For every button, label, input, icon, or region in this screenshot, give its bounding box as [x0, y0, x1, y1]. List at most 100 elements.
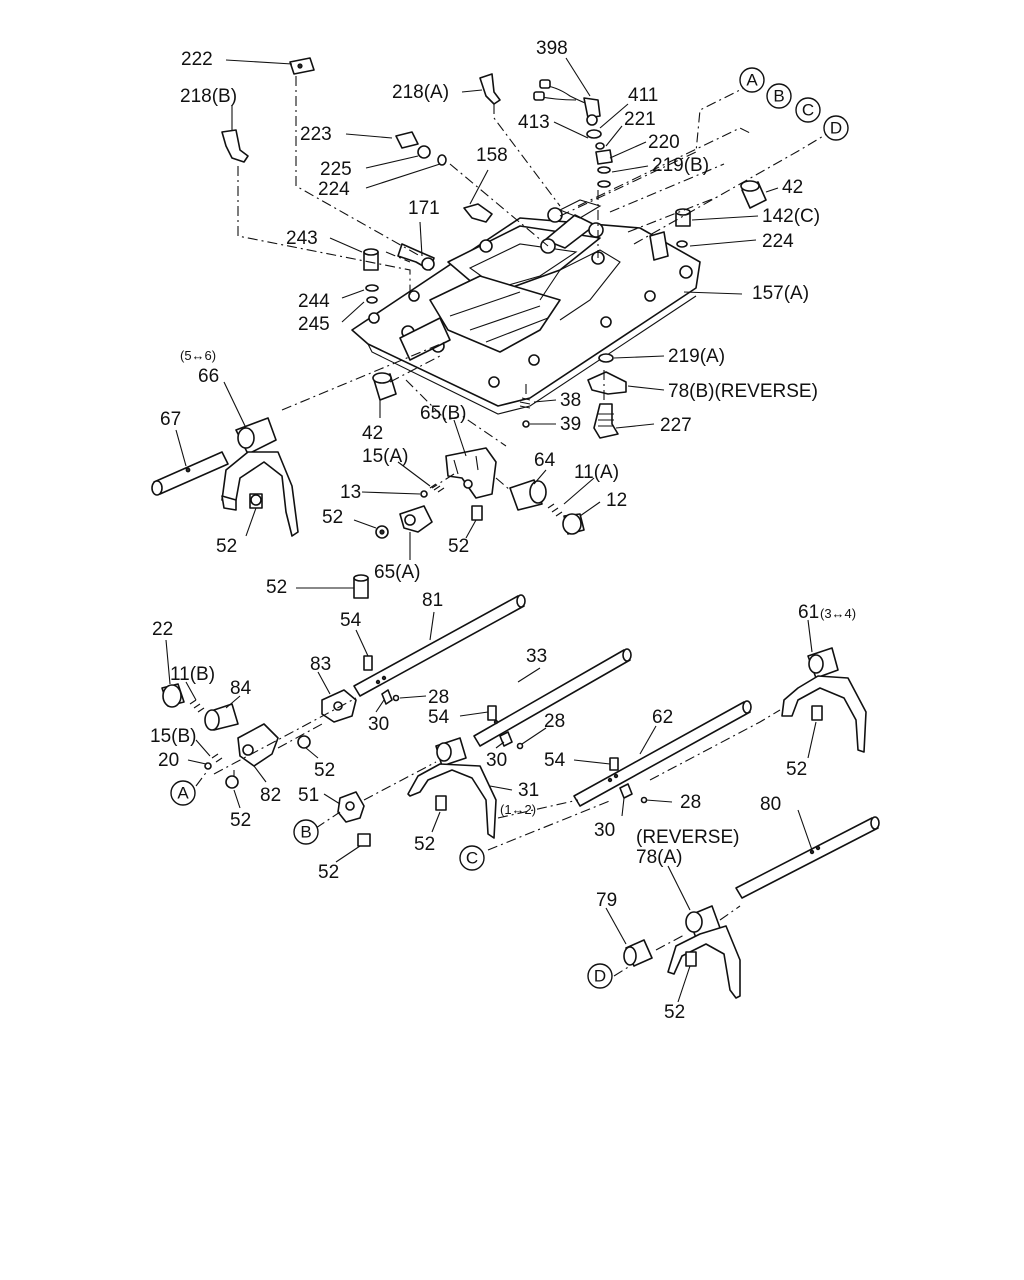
- label-28-b: 28: [544, 711, 565, 732]
- callout-d-bottom-text: D: [594, 967, 606, 986]
- pin-54-62: [609, 757, 619, 771]
- bracket-218a: [479, 73, 501, 105]
- callout-b-top-text: B: [773, 87, 784, 106]
- label-157a: 157(A): [752, 283, 809, 304]
- shift-fork-66: [221, 417, 299, 537]
- clip-158: [463, 203, 493, 223]
- label-39: 39: [560, 414, 581, 435]
- spring-ball-38-39: [519, 397, 531, 428]
- label-54-b: 54: [428, 707, 450, 728]
- label-54-a: 54: [340, 610, 362, 631]
- label-52-f: 52: [786, 759, 807, 780]
- plug-22: [161, 683, 185, 708]
- label-83: 83: [310, 654, 331, 675]
- label-11b: 11(B): [170, 664, 215, 685]
- reverse-lever-78b: [587, 371, 627, 395]
- bracket-65b: [445, 447, 497, 499]
- spring-15b-20: [204, 753, 223, 770]
- plunger-64: [509, 479, 547, 511]
- callout-b-bottom: B: [293, 819, 319, 845]
- label-218b: 218(B): [180, 86, 237, 107]
- label-223: 223: [300, 124, 332, 145]
- label-1-2: (1↔2): [500, 802, 536, 817]
- label-reverse: (REVERSE): [636, 827, 739, 848]
- label-38: 38: [560, 390, 581, 411]
- label-12: 12: [606, 490, 627, 511]
- label-52-h: 52: [414, 834, 435, 855]
- label-52-d: 52: [266, 577, 287, 598]
- label-225: 225: [320, 159, 352, 180]
- label-54-c: 54: [544, 750, 566, 771]
- label-52-a: 52: [322, 507, 343, 528]
- label-15b: 15(B): [150, 726, 196, 747]
- label-52-g: 52: [230, 810, 251, 831]
- label-84: 84: [230, 678, 252, 699]
- collar-79: [623, 939, 653, 967]
- label-33: 33: [526, 646, 547, 667]
- label-28-a: 28: [428, 687, 449, 708]
- shift-rod-67: [151, 451, 229, 496]
- label-20: 20: [158, 750, 179, 771]
- label-224-right: 224: [762, 231, 794, 252]
- callout-d-bottom: D: [587, 963, 613, 989]
- label-52-b: 52: [216, 536, 237, 557]
- spring-11b: [189, 699, 205, 713]
- block-83: [321, 689, 357, 723]
- block-82: [237, 723, 279, 767]
- label-220: 220: [648, 132, 680, 153]
- label-51: 51: [298, 785, 319, 806]
- label-64: 64: [534, 450, 556, 471]
- label-221: 221: [624, 109, 656, 130]
- bolt-52-82: [225, 775, 239, 789]
- shift-fork-61: [781, 647, 867, 753]
- shift-fork-31: [407, 737, 497, 839]
- label-61: 61: [798, 602, 819, 623]
- label-5-6: (5↔6): [180, 348, 216, 363]
- part-labels: 398 222 218(B) 218(A) 411 413 221 220 21…: [150, 38, 856, 1023]
- pin-54-81: [363, 655, 373, 671]
- label-244: 244: [298, 291, 330, 312]
- plug-142c: [675, 208, 691, 248]
- callout-a-bottom: A: [170, 780, 196, 806]
- callout-b-top: B: [766, 83, 792, 109]
- label-31: 31: [518, 780, 539, 801]
- pin-42-top: [740, 180, 767, 209]
- shift-rod-81: [353, 594, 526, 697]
- washer-219a: [598, 353, 614, 363]
- spring-11a: [547, 503, 563, 517]
- label-52-j: 52: [664, 1002, 685, 1023]
- label-65b: 65(B): [420, 403, 466, 424]
- spring-15a: [420, 483, 445, 498]
- label-65a: 65(A): [374, 562, 420, 583]
- label-82: 82: [260, 785, 281, 806]
- callout-a-bottom-text: A: [177, 784, 189, 803]
- label-28-c: 28: [680, 792, 701, 813]
- callout-b-bottom-text: B: [300, 823, 311, 842]
- pin-42: [372, 372, 397, 401]
- label-13: 13: [340, 482, 361, 503]
- callout-a-top-text: A: [746, 71, 758, 90]
- label-245: 245: [298, 314, 330, 335]
- label-30-b: 30: [486, 750, 507, 771]
- label-62: 62: [652, 707, 673, 728]
- pin-30-33: [499, 731, 524, 750]
- callout-c-bottom-text: C: [466, 849, 478, 868]
- label-52-c: 52: [448, 536, 469, 557]
- label-411: 411: [628, 85, 658, 106]
- label-79: 79: [596, 890, 617, 911]
- label-30-c: 30: [594, 820, 615, 841]
- block-51: [337, 791, 365, 823]
- label-66: 66: [198, 366, 219, 387]
- callout-c-top: C: [795, 97, 821, 123]
- label-158: 158: [476, 145, 508, 166]
- bolt-52-51: [357, 833, 371, 847]
- plug-223: [395, 131, 447, 166]
- label-142c: 142(C): [762, 206, 820, 227]
- callout-c-top-text: C: [802, 101, 814, 120]
- callout-a-top: A: [739, 67, 765, 93]
- bolt-52-65a: [375, 525, 389, 539]
- block-65a: [399, 505, 433, 533]
- bolt-52-65b: [471, 505, 483, 521]
- label-78a: 78(A): [636, 847, 682, 868]
